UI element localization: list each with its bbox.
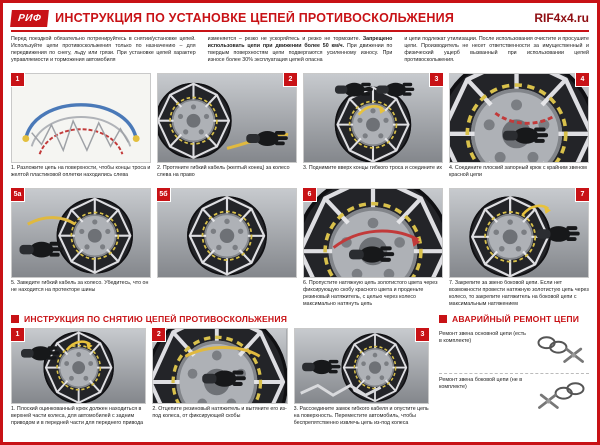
step-2-photo-wheel [157,73,297,163]
intro-col-3: и цепи подлежат утилизации. После исполь… [404,36,589,63]
red-square-bullet-icon [439,315,447,323]
install-step-6: 6 6. Пропустите натяжную цепь золотистог… [303,188,443,310]
step-1-photo-chain-layout [11,73,151,163]
step-number-badge: 5а [11,188,24,201]
step-caption: 4. Соедините плоский запорный крюк с кра… [449,165,587,178]
step-number-badge: 2 [152,328,166,341]
rif-logo: РИФ [10,9,50,27]
step-caption: 1. Разложите цепь на поверхности, чтобы … [11,165,151,178]
main-chain-link-repair-icon [537,335,584,363]
install-steps-row-1: 1 1. Разложите цепь на поверхности, чтоб… [11,73,589,185]
step-6-photo-tensioner [303,188,443,278]
install-step-2: 2 2. Протяните гибкий кабель (желтый кон… [157,73,297,185]
install-step-1: 1 1. Разложите цепь на поверхности, чтоб… [11,73,151,185]
repair-item-caption: Ремонт звена боковой цепи (не в комплект… [439,377,523,391]
intro-col-1: Перед поездкой обязательно потренируйтес… [11,36,196,63]
step-caption: 7. Закрепите за звено боковой цепи. Если… [449,280,589,307]
repair-item-side-chain: Ремонт звена боковой цепи (не в комплект… [439,373,589,419]
repair-section-title: АВАРИЙНЫЙ РЕМОНТ ЦЕПИ [439,314,589,324]
step-number-badge: 4 [576,73,589,86]
step-caption: 3. Поднимите вверх концы гибкого троса и… [303,165,443,171]
step-caption: 2. Протяните гибкий кабель (желтый конец… [157,165,290,178]
install-step-5a: 5а 5. Заведите гибкий кабель за колесо. … [11,188,151,310]
removal-step-1-photo [11,328,147,404]
step-number-badge: 2 [284,73,297,86]
removal-step-3-photo [293,328,429,404]
removal-title-text: ИНСТРУКЦИЯ ПО СНЯТИЮ ЦЕПЕЙ ПРОТИВОСКОЛЬЖ… [24,314,288,324]
page-title: ИНСТРУКЦИЯ ПО УСТАНОВКЕ ЦЕПЕЙ ПРОТИВОСКО… [55,11,455,25]
removal-step-3: 3 3. Рассоедините замок гибкого кабеля и… [293,328,429,433]
install-step-3: 3 3. Поднимите вверх концы гибкого троса… [303,73,443,185]
site-url: RIF4x4.ru [534,11,589,25]
removal-step-1: 1 1. Плоский оцинкованный крюк должен на… [11,328,147,433]
removal-step-2-photo [152,328,288,404]
bottom-sections: ИНСТРУКЦИЯ ПО СНЯТИЮ ЦЕПЕЙ ПРОТИВОСКОЛЬЖ… [11,314,589,433]
step-caption: 3. Рассоедините замок гибкого кабеля и о… [293,406,429,426]
removal-step-2: 2 2. Отцепите резиновый натяжитель и выт… [152,328,288,433]
repair-title-text: АВАРИЙНЫЙ РЕМОНТ ЦЕПИ [452,314,580,324]
step-3-photo-wheel [303,73,443,163]
rif-logo-text: РИФ [17,12,42,24]
step-number-badge: 5б [157,188,170,201]
step-caption [157,280,297,310]
repair-item-main-chain: Ремонт звена основной цепи (есть в компл… [439,328,589,373]
step-number-badge: 7 [576,188,589,201]
step-number-badge: 1 [11,328,24,341]
install-step-4: 4 4. Соедините плоский запорный крюк с к… [449,73,589,185]
step-number-badge: 3 [415,328,429,341]
removal-section: ИНСТРУКЦИЯ ПО СНЯТИЮ ЦЕПЕЙ ПРОТИВОСКОЛЬЖ… [11,314,429,433]
repair-section: АВАРИЙНЫЙ РЕМОНТ ЦЕПИ Ремонт звена основ… [439,314,589,433]
removal-section-title: ИНСТРУКЦИЯ ПО СНЯТИЮ ЦЕПЕЙ ПРОТИВОСКОЛЬЖ… [11,314,429,324]
install-step-5b: 5б [157,188,297,310]
side-chain-link-repair-icon [538,381,585,409]
intro-col-2: изменяется – резко не ускоряйтесь и резк… [208,36,393,70]
red-square-bullet-icon [11,315,19,323]
intro-col-2-bold: Запрещено использовать цепи при движении… [207,36,393,49]
step-caption: 5. Заведите гибкий кабель за колесо. Убе… [11,280,149,293]
install-steps-row-2: 5а 5. Заведите гибкий кабель за колесо. … [11,188,589,310]
install-step-7: 7 7. Закрепите за звено боковой цепи. Ес… [449,188,589,310]
removal-steps-row: 1 1. Плоский оцинкованный крюк должен на… [11,328,429,433]
step-caption: 2. Отцепите резиновый натяжитель и вытян… [152,406,287,419]
header: РИФ ИНСТРУКЦИЯ ПО УСТАНОВКЕ ЦЕПЕЙ ПРОТИВ… [10,9,589,27]
step-7-photo-side-chain [449,188,589,278]
intro-col-2-pre: изменяется – резко не ускоряйтесь и резк… [207,36,363,42]
step-number-badge: 6 [303,188,316,201]
intro-col-2-post: При движении по твердым поверхностям цеп… [207,42,393,63]
intro-text: Перед поездкой обязательно потренируйтес… [11,36,589,70]
step-caption: 1. Плоский оцинкованный крюк должен нахо… [11,406,144,426]
step-5b-photo-wheel [157,188,297,278]
header-divider [11,30,589,32]
step-4-photo-hook-closeup [449,73,589,163]
step-caption: 6. Пропустите натяжную цепь золотистого … [303,280,438,307]
step-5a-photo-wheel [11,188,151,278]
step-number-badge: 1 [11,73,24,86]
step-number-badge: 3 [430,73,443,86]
repair-item-caption: Ремонт звена основной цепи (есть в компл… [439,331,526,345]
